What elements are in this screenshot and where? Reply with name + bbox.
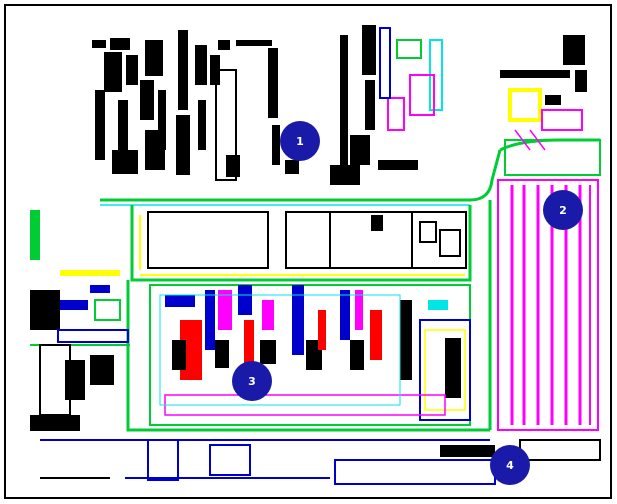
north-color-accents [215,27,583,181]
marker-3-label: 3 [248,375,256,388]
marker-3: 3 [232,361,272,401]
marker-4-label: 4 [506,459,514,472]
marker-1-label: 1 [296,135,304,148]
process-units [149,284,471,426]
marker-2: 2 [543,190,583,230]
central-plant-rooms [147,211,467,269]
marker-1: 1 [280,121,320,161]
east-tank-farm [497,129,601,431]
west-building-cluster [30,210,129,431]
north-building-cluster [92,25,587,185]
drawing-frame [4,4,612,499]
marker-4: 4 [490,445,530,485]
marker-2-label: 2 [559,204,567,217]
